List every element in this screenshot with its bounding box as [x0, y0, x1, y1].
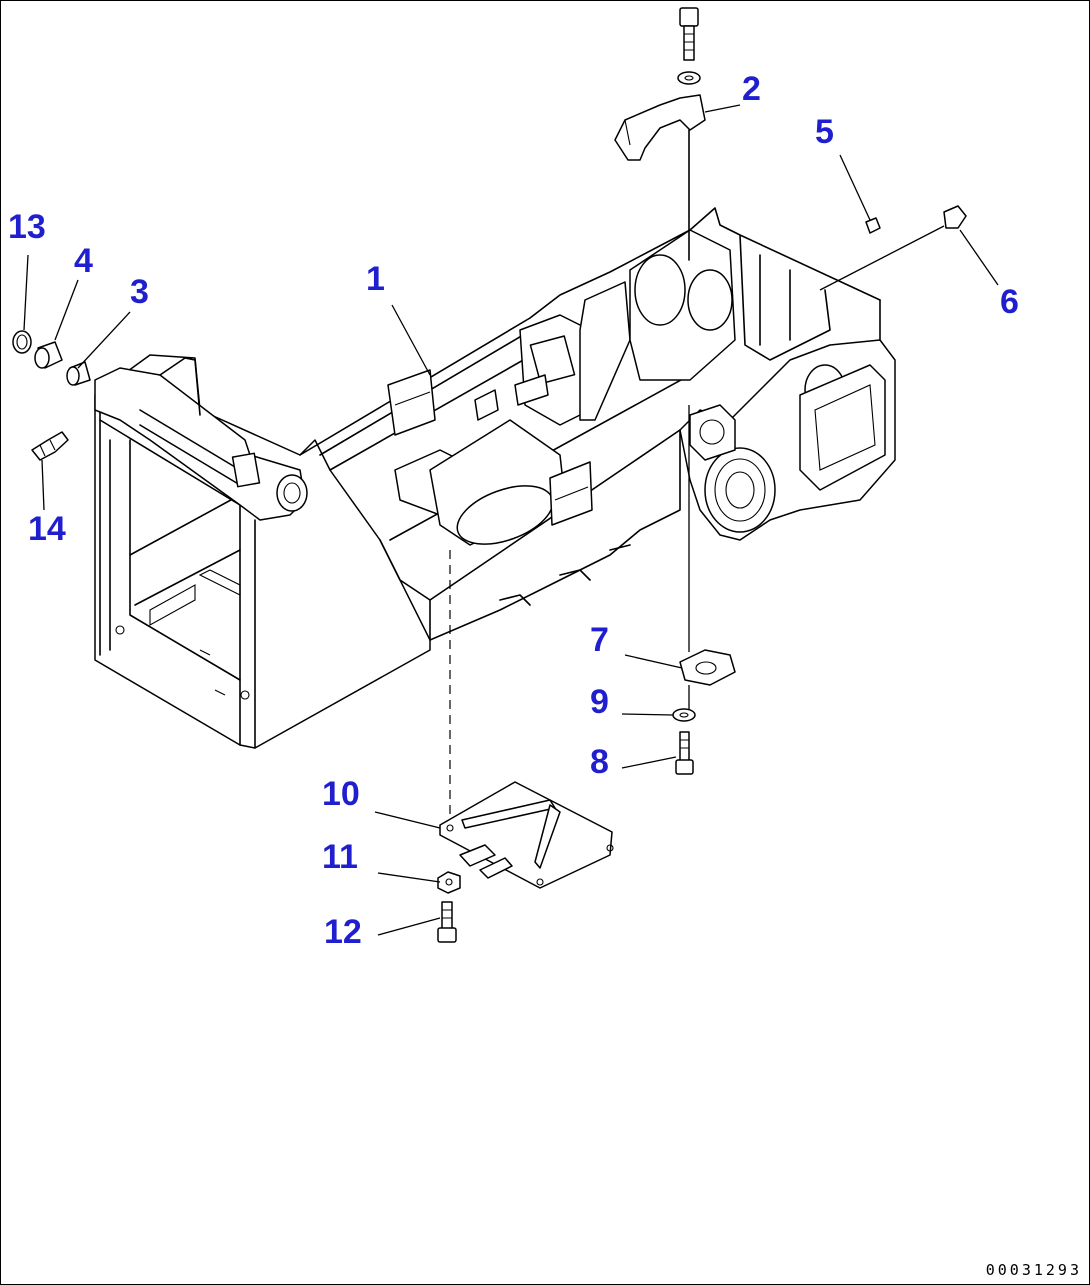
nut-part-11 — [437, 871, 461, 894]
callout-13: 13 — [8, 208, 46, 246]
fitting-part-14 — [31, 431, 69, 461]
callout-4: 4 — [74, 242, 93, 280]
callout-6: 6 — [1000, 283, 1019, 321]
callout-5: 5 — [815, 113, 834, 151]
callout-3: 3 — [130, 273, 149, 311]
callout-12: 12 — [324, 913, 362, 951]
plate-part-10 — [439, 781, 614, 889]
callout-9: 9 — [590, 683, 609, 721]
bolt-part-8 — [675, 731, 694, 775]
bolt-part-12 — [437, 901, 457, 943]
leader-lines — [23, 104, 999, 936]
callout-8: 8 — [590, 743, 609, 781]
callout-2: 2 — [742, 70, 761, 108]
washer-part-9 — [672, 708, 696, 722]
callout-1: 1 — [366, 260, 385, 298]
main-frame-part-1 — [94, 207, 896, 749]
bushing-parts-left — [12, 330, 91, 386]
cap-and-bolt-part-2 — [614, 7, 706, 261]
plug-part-6 — [819, 205, 967, 291]
callout-10: 10 — [322, 775, 360, 813]
figure-code: 00031293 — [985, 1261, 1082, 1279]
callout-14: 14 — [28, 510, 66, 548]
plug-part-5 — [865, 217, 881, 234]
cover-part-7 — [679, 649, 736, 686]
callout-7: 7 — [590, 621, 609, 659]
callout-11: 11 — [322, 838, 358, 876]
